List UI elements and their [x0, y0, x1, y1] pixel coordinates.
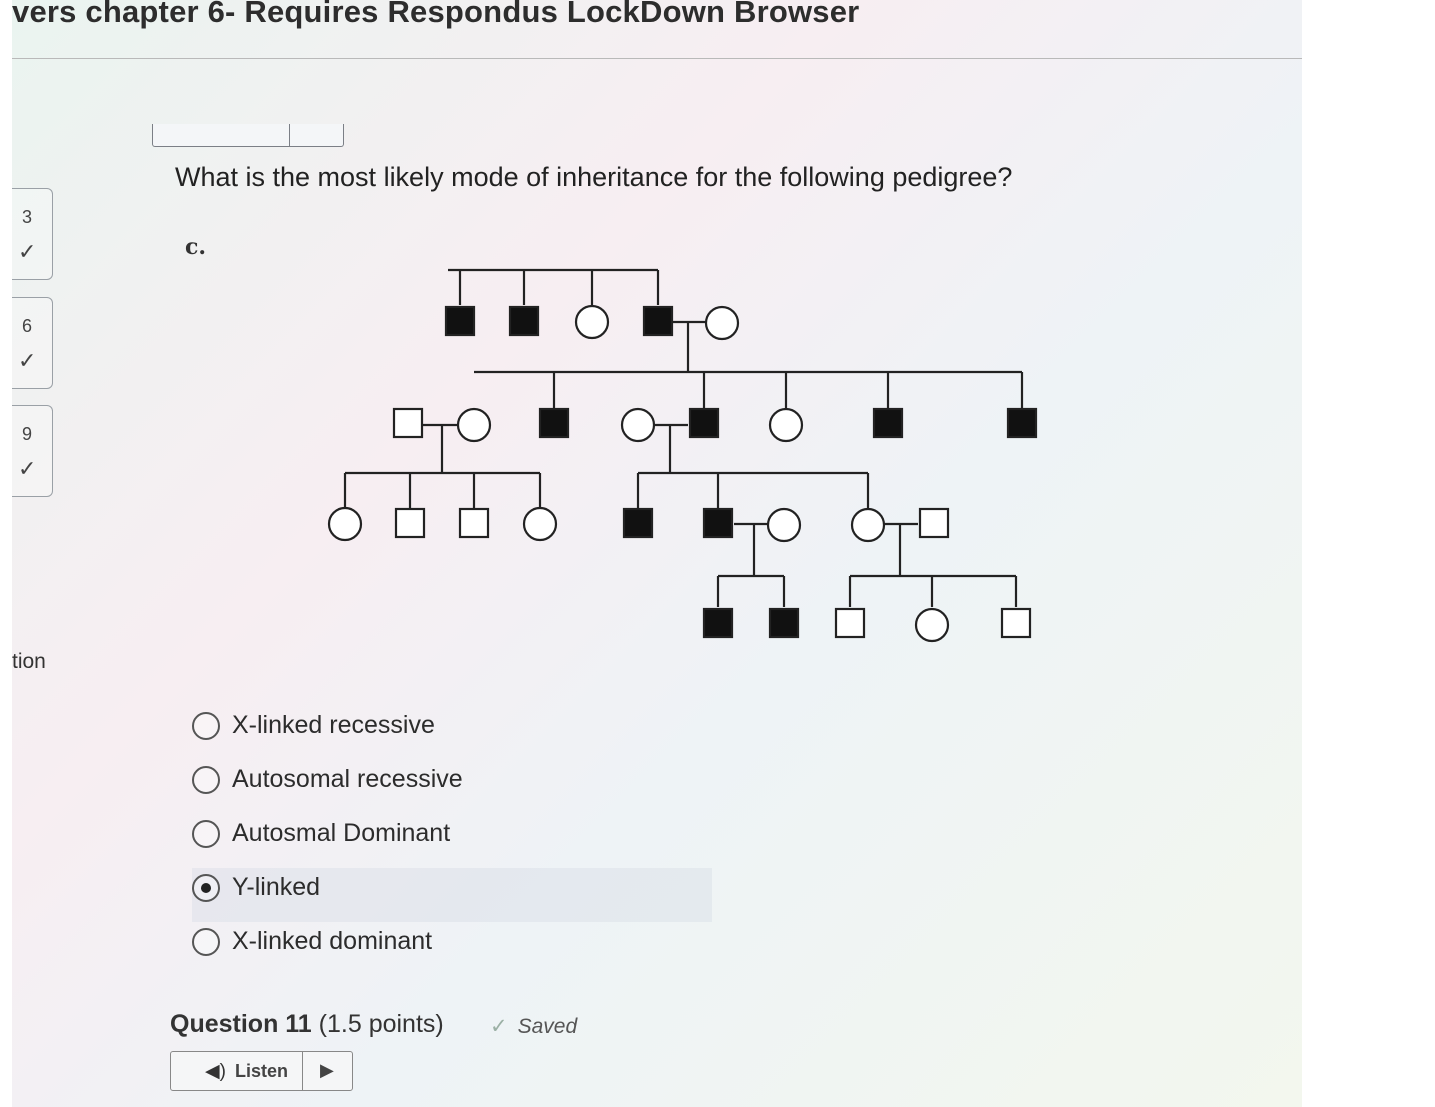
- radio-button[interactable]: [192, 820, 220, 848]
- affected-male-square: [702, 607, 734, 639]
- option-y-linked[interactable]: Y-linked: [192, 868, 712, 922]
- affected-male-square: [1006, 407, 1038, 439]
- affected-male-square: [642, 305, 674, 337]
- unaffected-female-circle: [768, 407, 804, 443]
- title-bar: vers chapter 6- Requires Respondus LockD…: [12, 0, 1302, 59]
- unaffected-male-square: [1000, 607, 1032, 639]
- unaffected-female-circle: [522, 506, 558, 542]
- nav-number: 6: [22, 316, 33, 336]
- speaker-icon: ◀): [205, 1061, 226, 1082]
- unaffected-male-square: [394, 507, 426, 539]
- nav-question-6[interactable]: 6 ✓: [12, 297, 53, 389]
- pedigree-chart: [327, 268, 1038, 643]
- option-label: Y-linked: [232, 873, 321, 901]
- check-icon: ✓: [18, 348, 37, 373]
- affected-male-square: [872, 407, 904, 439]
- unaffected-female-circle: [850, 507, 886, 543]
- top-listen-bar[interactable]: [152, 124, 344, 147]
- unaffected-female-circle: [766, 507, 802, 543]
- option-label: Autosomal recessive: [232, 765, 463, 793]
- unaffected-male-square: [458, 507, 490, 539]
- unaffected-female-circle: [327, 506, 363, 542]
- unaffected-female-circle: [574, 304, 610, 340]
- nav-question-3[interactable]: 3 ✓: [12, 188, 53, 280]
- unaffected-female-circle: [456, 407, 492, 443]
- radio-button[interactable]: [192, 712, 220, 740]
- option-label: X-linked recessive: [232, 711, 435, 739]
- unaffected-male-square: [834, 607, 866, 639]
- play-button[interactable]: ▶: [303, 1052, 352, 1090]
- unaffected-female-circle: [914, 607, 950, 643]
- listen-divider: [302, 1052, 303, 1090]
- unaffected-female-circle: [704, 305, 740, 341]
- nav-number: 3: [22, 207, 33, 227]
- top-listen-divider: [289, 124, 290, 146]
- affected-male-square: [538, 407, 570, 439]
- next-question-points: (1.5 points): [318, 1010, 444, 1038]
- window-title: vers chapter 6- Requires Respondus LockD…: [12, 0, 860, 29]
- answer-options: X-linked recessive Autosomal recessive A…: [192, 706, 712, 976]
- affected-male-square: [622, 507, 654, 539]
- affected-male-square: [508, 305, 540, 337]
- option-x-linked-dominant[interactable]: X-linked dominant: [192, 922, 712, 976]
- unaffected-female-circle: [620, 407, 656, 443]
- check-icon: ✓: [18, 239, 37, 264]
- nav-question-9[interactable]: 9 ✓: [12, 405, 53, 497]
- next-question-title: Question 11: [170, 1010, 312, 1038]
- listen-bar: ◀) Listen ▶: [170, 1051, 353, 1091]
- saved-status: ✓ Saved: [490, 1014, 577, 1039]
- lockdown-browser-screen: vers chapter 6- Requires Respondus LockD…: [12, 0, 1302, 1107]
- side-label: tion: [12, 650, 46, 673]
- check-icon: ✓: [18, 456, 37, 481]
- pedigree-lines: [343, 268, 1024, 607]
- option-label: X-linked dominant: [232, 927, 433, 955]
- check-icon: ✓: [490, 1015, 508, 1038]
- option-autosomal-dominant[interactable]: Autosmal Dominant: [192, 814, 712, 868]
- affected-male-square: [768, 607, 800, 639]
- affected-male-square: [688, 407, 720, 439]
- option-label: Autosmal Dominant: [232, 819, 451, 847]
- listen-button[interactable]: ◀) Listen: [171, 1052, 302, 1090]
- next-question-header: Question 11 (1.5 points): [170, 1010, 444, 1039]
- radio-button[interactable]: [192, 766, 220, 794]
- question-text: What is the most likely mode of inherita…: [175, 162, 1013, 192]
- unaffected-male-square: [918, 507, 950, 539]
- figure-label: c.: [185, 234, 207, 260]
- radio-button[interactable]: [192, 928, 220, 956]
- option-x-linked-recessive[interactable]: X-linked recessive: [192, 706, 712, 760]
- affected-male-square: [702, 507, 734, 539]
- affected-male-square: [444, 305, 476, 337]
- play-icon: ▶: [320, 1060, 334, 1080]
- listen-label: Listen: [235, 1061, 289, 1081]
- radio-button-selected[interactable]: [192, 874, 220, 902]
- nav-number: 9: [22, 424, 33, 444]
- unaffected-male-square: [392, 407, 424, 439]
- saved-label: Saved: [517, 1015, 578, 1038]
- pedigree-nodes: [327, 304, 1038, 643]
- option-autosomal-recessive[interactable]: Autosomal recessive: [192, 760, 712, 814]
